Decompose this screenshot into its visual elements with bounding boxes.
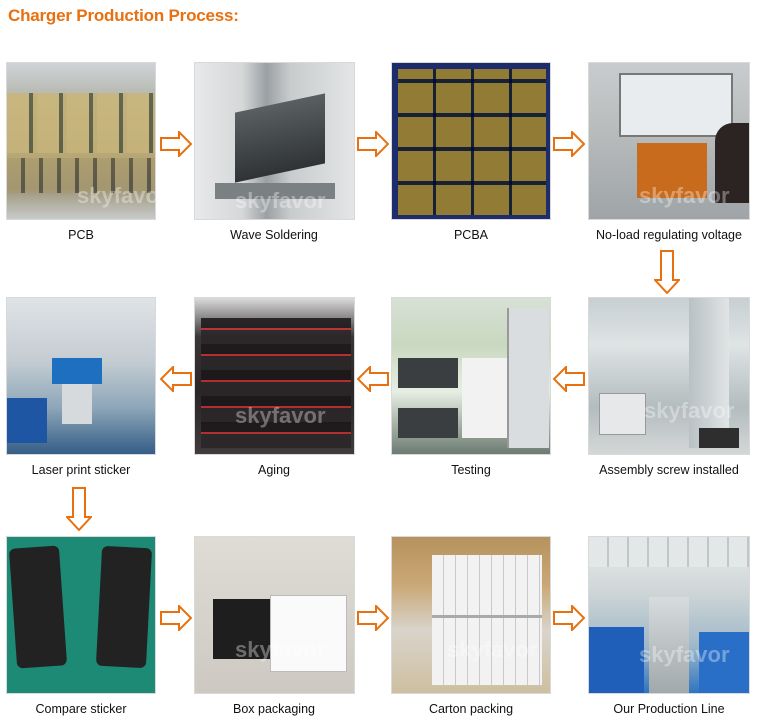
watermark-text: skyfavor [644,398,735,423]
caption-production-line: Our Production Line [613,702,725,716]
photo-production-line: skyfavor [588,536,750,694]
photo-assembly-screw: skyfavor [588,297,750,455]
caption-no-load-regulating: No-load regulating voltage [596,228,742,242]
caption-laser-print: Laser print sticker [31,463,131,477]
watermark-text: skyfavor [235,403,326,428]
photo-box-packaging: skyfavor [194,536,355,694]
arrow-assembly-to-testing [553,366,585,392]
photo-no-load-regulating: skyfavor [588,62,750,220]
arrow-wave-to-pcba [357,131,389,157]
watermark-text: skyfavor [639,642,730,667]
watermark-text: skyfavor [447,637,538,662]
watermark-text: skyfavor [77,183,155,208]
caption-wave-soldering: Wave Soldering [230,228,318,242]
caption-carton-packing: Carton packing [428,702,514,716]
photo-carton-packing: skyfavor [391,536,551,694]
watermark-text: skyfavor [235,637,326,662]
photo-wave-soldering: skyfavor [194,62,355,220]
watermark-text: skyfavor [639,183,730,208]
caption-pcb: PCB [68,228,94,242]
arrow-box-to-carton [357,605,389,631]
arrow-compare-to-box [160,605,192,631]
caption-testing: Testing [451,463,491,477]
caption-aging: Aging [258,463,290,477]
photo-pcb: skyfavor [6,62,156,220]
page-title: Charger Production Process: [8,6,239,25]
caption-assembly-screw: Assembly screw installed [599,463,739,477]
caption-box-packaging: Box packaging [232,702,315,716]
arrow-noload-to-assembly [654,250,680,294]
arrow-pcba-to-noload [553,131,585,157]
caption-pcba: PCBA [453,228,489,242]
caption-compare-sticker: Compare sticker [35,702,127,716]
arrow-carton-to-line [553,605,585,631]
watermark-text: skyfavor [235,188,326,213]
arrow-laser-to-compare [66,487,92,531]
photo-compare-sticker [6,536,156,694]
photo-pcba [391,62,551,220]
arrow-pcb-to-wave [160,131,192,157]
photo-aging: skyfavor [194,297,355,455]
arrow-aging-to-laser [160,366,192,392]
photo-laser-print [6,297,156,455]
photo-testing [391,297,551,455]
arrow-testing-to-aging [357,366,389,392]
